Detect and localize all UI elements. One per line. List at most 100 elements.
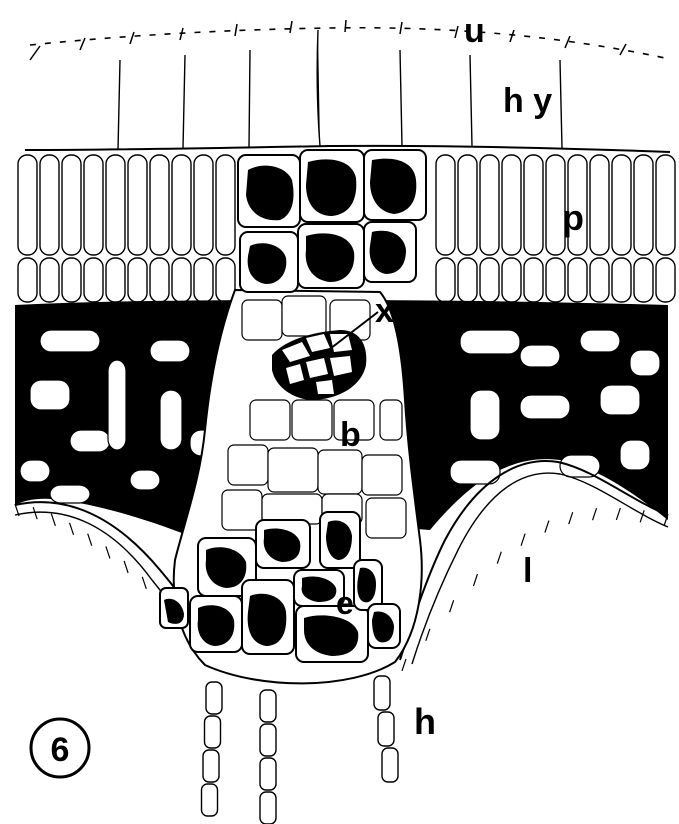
bundle-cell <box>380 400 402 440</box>
hair-cell <box>260 724 276 756</box>
palisade-cell <box>524 155 543 255</box>
palisade-cell <box>106 258 125 302</box>
palisade-cell <box>480 155 499 255</box>
epidermis-tick <box>142 577 146 589</box>
spongy-cell <box>50 485 90 503</box>
palisade-cell <box>62 258 81 302</box>
palisade-cell <box>40 155 59 255</box>
spongy-cell <box>160 390 182 450</box>
epidermis-tick <box>402 659 406 671</box>
palisade-cell <box>128 258 147 302</box>
spongy-cell <box>20 460 50 482</box>
spongy-cell <box>40 330 100 352</box>
palisade-cell <box>84 155 103 255</box>
palisade-cell <box>590 258 609 302</box>
hair-cell <box>374 676 390 710</box>
palisade-cell <box>502 258 521 302</box>
palisade-cell <box>656 258 675 302</box>
label-e: e <box>336 585 354 621</box>
spongy-cell <box>600 385 640 415</box>
palisade-cell <box>634 155 653 255</box>
epidermis-tick <box>426 629 430 641</box>
bundle-cell <box>282 296 326 336</box>
epidermis-tick <box>640 510 644 522</box>
label-u: u <box>464 12 485 50</box>
palisade-cell <box>18 258 37 302</box>
epidermis-tick <box>521 534 525 546</box>
label-hy: h y <box>503 82 552 120</box>
bundle-cell <box>268 448 318 492</box>
palisade-cell <box>194 258 213 302</box>
palisade-cell <box>612 155 631 255</box>
upper-sclerenchyma <box>238 150 426 292</box>
bundle-cell <box>366 498 406 538</box>
upper-epidermis <box>30 20 665 60</box>
epidermis-tick <box>70 523 74 535</box>
hair-cell <box>206 682 222 714</box>
hair-cell <box>260 690 276 722</box>
palisade-cell <box>150 258 169 302</box>
epidermis-tick <box>51 514 55 526</box>
epidermis-tick <box>593 508 597 520</box>
palisade-cell <box>172 155 191 255</box>
palisade-cell <box>612 258 631 302</box>
palisade-cell <box>18 155 37 255</box>
palisade-cell <box>40 258 59 302</box>
epidermis-tick <box>124 561 128 573</box>
label-x: x <box>375 292 394 330</box>
palisade-cell <box>590 155 609 255</box>
palisade-cell <box>568 258 587 302</box>
hair-cell <box>382 748 398 782</box>
palisade-cell <box>502 155 521 255</box>
spongy-cell <box>520 345 560 367</box>
panel-number-badge: 6 <box>31 719 89 777</box>
bundle-cell <box>362 455 402 495</box>
palisade-cell <box>656 155 675 255</box>
hypodermis <box>25 30 670 152</box>
hair-cell <box>378 712 394 746</box>
epidermis-tick <box>569 512 573 524</box>
palisade-cell <box>128 155 147 255</box>
epidermis-tick <box>88 534 92 546</box>
palisade-cell <box>62 155 81 255</box>
palisade-cell <box>106 155 125 255</box>
bundle-cell <box>318 450 362 494</box>
epidermis-tick <box>616 508 620 520</box>
spongy-cell <box>620 440 650 470</box>
label-s: s <box>565 410 584 448</box>
spongy-cell <box>470 390 500 440</box>
spongy-cell <box>630 350 660 376</box>
palisade-cell <box>634 258 653 302</box>
bundle-cell <box>292 400 332 440</box>
bundle-cell <box>228 445 268 485</box>
spongy-cell <box>130 470 160 490</box>
palisade-cell <box>194 155 213 255</box>
hair-cell <box>203 750 219 782</box>
palisade-cell <box>172 258 191 302</box>
hair-cell <box>205 716 221 748</box>
spongy-cell <box>460 330 520 354</box>
epidermis-tick <box>106 546 110 558</box>
label-h: h <box>414 701 436 742</box>
spongy-cell <box>30 380 70 410</box>
panel-number: 6 <box>51 731 70 769</box>
palisade-cell <box>458 155 477 255</box>
palisade-cell <box>436 155 455 255</box>
spongy-cell <box>150 340 190 362</box>
hair-cell <box>260 792 276 824</box>
label-b: b <box>340 416 361 454</box>
palisade-cell <box>458 258 477 302</box>
palisade-cell <box>150 155 169 255</box>
epidermis-tick <box>473 574 477 586</box>
palisade-cell <box>480 258 499 302</box>
trichomes <box>202 676 399 824</box>
spongy-cell <box>70 430 110 452</box>
palisade-cell <box>84 258 103 302</box>
epidermis-tick <box>33 507 37 519</box>
bundle-cell <box>250 400 290 440</box>
epidermis-tick <box>450 600 454 612</box>
spongy-cell <box>520 395 570 419</box>
hair-cell <box>202 784 218 816</box>
epidermis-tick <box>545 521 549 533</box>
